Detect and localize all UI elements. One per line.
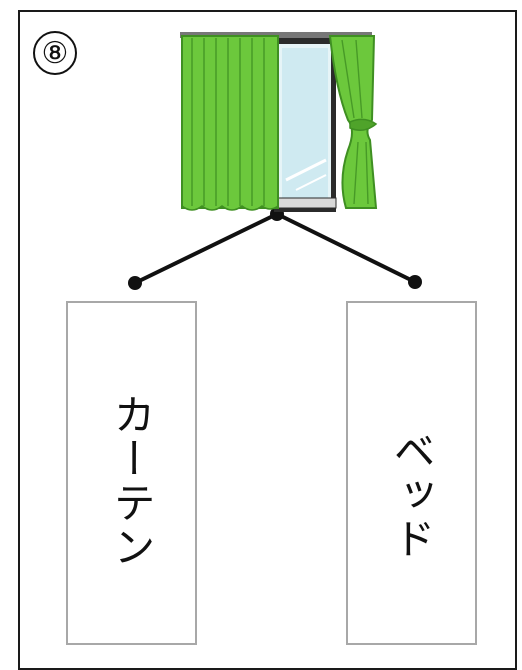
choice-label: ベッド: [387, 429, 436, 561]
choice-label: カーテン: [107, 393, 156, 569]
curtained-window-icon: [180, 32, 378, 212]
problem-number: ⑧: [41, 35, 69, 71]
problem-number-badge: ⑧: [33, 31, 77, 75]
choice-curtain[interactable]: カーテン: [66, 301, 197, 645]
line-to-right-choice: [276, 212, 416, 284]
line-to-left-choice: [134, 212, 278, 285]
left-choice-dot[interactable]: [128, 276, 142, 290]
choice-bed[interactable]: ベッド: [346, 301, 477, 645]
matching-lines: [128, 207, 422, 290]
right-choice-dot[interactable]: [408, 275, 422, 289]
